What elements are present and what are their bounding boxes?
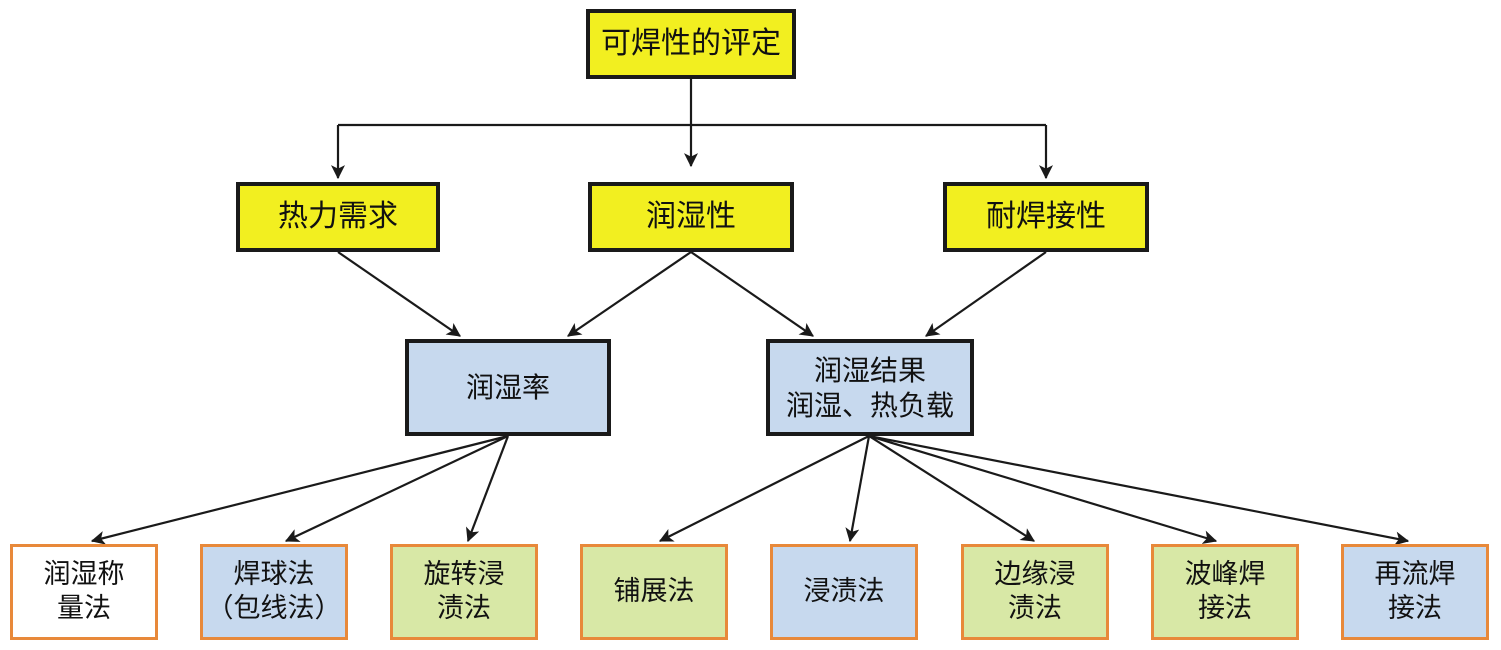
leaf-reflow-soldering: 再流焊 接法 (1341, 544, 1489, 640)
node-soldering-resistance-label: 耐焊接性 (986, 199, 1106, 235)
node-wetting-result: 润湿结果 润湿、热负载 (766, 339, 974, 436)
leaf-solder-ball-line-2: （包线法） (206, 593, 342, 624)
node-wetting-rate: 润湿率 (405, 339, 611, 436)
leaf-wave-soldering-line-2: 接法 (1198, 593, 1252, 624)
connector-wettability-to-rate (567, 251, 692, 337)
leaf-reflow-soldering-line-2: 接法 (1388, 593, 1442, 624)
root-node: 可焊性的评定 (586, 9, 796, 79)
leaf-edge-dip-line-2: 渍法 (1008, 593, 1062, 624)
connector-result-to-edge (868, 435, 1035, 542)
leaf-edge-dip: 边缘浸 渍法 (961, 544, 1109, 640)
node-wetting-result-line-2: 润湿、热负载 (785, 388, 954, 422)
leaf-wetting-balance-line-2: 量法 (57, 593, 111, 624)
connector-resistance-to-result (925, 251, 1047, 337)
leaf-reflow-soldering-line-1: 再流焊 (1374, 559, 1456, 591)
node-wetting-rate-line-1: 润湿率 (465, 371, 550, 404)
node-wettability-label: 润湿性 (646, 199, 736, 235)
connector-result-to-dipping (845, 435, 871, 543)
leaf-solder-ball-line-1: 焊球法 (233, 559, 315, 591)
root-label: 可焊性的评定 (601, 26, 781, 62)
leaf-wave-soldering-line-1: 波峰焊 (1184, 559, 1266, 591)
connector-result-to-spreading (658, 435, 870, 542)
node-thermal-demand-label: 热力需求 (278, 199, 398, 235)
node-thermal-demand: 热力需求 (236, 182, 440, 252)
connector-thermal-to-rate (337, 251, 461, 337)
node-wettability: 润湿性 (588, 182, 794, 252)
leaf-wetting-balance: 润湿称 量法 (10, 544, 158, 640)
node-soldering-resistance: 耐焊接性 (943, 182, 1149, 252)
connector-wettability-to-result (690, 251, 814, 337)
leaf-rotary-dip-line-2: 渍法 (437, 593, 491, 624)
leaf-dipping-line-1: 浸渍法 (803, 576, 885, 608)
connector-rate-to-ball (284, 435, 509, 542)
leaf-rotary-dip: 旋转浸 渍法 (390, 544, 538, 640)
node-wetting-result-line-1: 润湿结果 (813, 353, 926, 387)
leaf-wetting-balance-line-1: 润湿称 (43, 559, 125, 591)
leaf-solder-ball: 焊球法 （包线法） (200, 544, 348, 640)
leaf-spreading: 铺展法 (580, 544, 728, 640)
leaf-edge-dip-line-1: 边缘浸 (994, 559, 1076, 591)
leaf-dipping: 浸渍法 (770, 544, 918, 640)
leaf-spreading-line-1: 铺展法 (613, 576, 695, 608)
connector-result-to-wave (868, 434, 1218, 544)
connector-rate-to-balance (90, 434, 509, 545)
leaf-rotary-dip-line-1: 旋转浸 (423, 559, 505, 591)
connector-rate-to-rotary (466, 435, 510, 543)
connector-result-to-reflow (868, 434, 1410, 546)
leaf-wave-soldering: 波峰焊 接法 (1151, 544, 1299, 640)
